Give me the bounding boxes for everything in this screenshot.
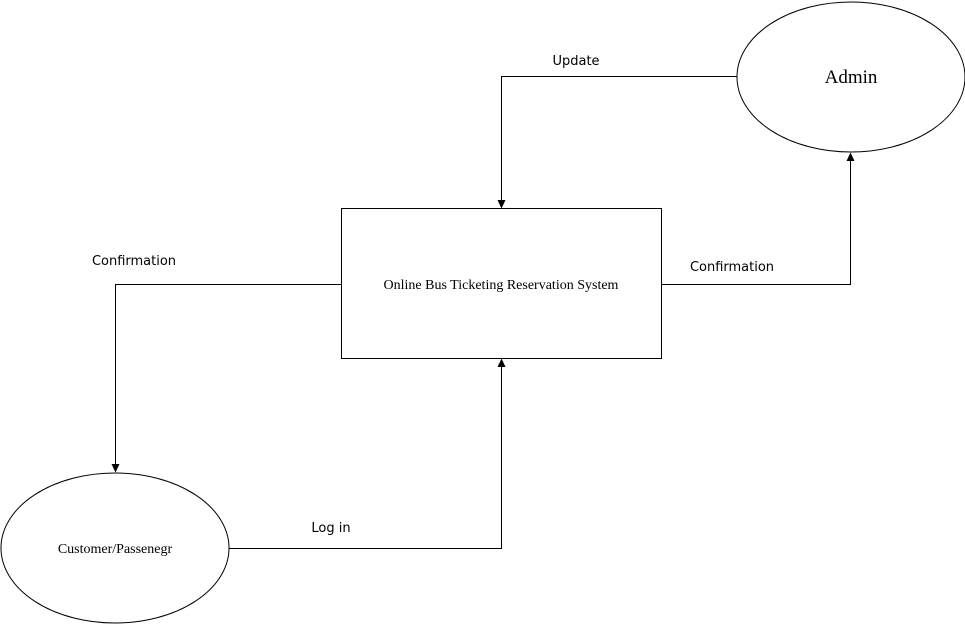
- confirmation-customer-label: Confirmation: [92, 254, 176, 269]
- update-flow-line: [501, 76, 737, 202]
- login-flow-label: Log in: [311, 521, 350, 536]
- process-label: Online Bus Ticketing Reservation System: [384, 278, 619, 293]
- admin-label: Admin: [825, 67, 878, 88]
- confirmation-admin-flow-line: [662, 159, 851, 285]
- confirmation-admin-arrowhead: [846, 152, 855, 161]
- confirmation-customer-arrowhead: [111, 464, 120, 473]
- process-box: [341, 208, 662, 359]
- login-flow-arrowhead: [497, 358, 506, 367]
- update-flow-arrowhead: [497, 200, 506, 209]
- update-flow-label: Update: [552, 54, 599, 69]
- login-flow-line: [229, 365, 502, 549]
- confirmation-customer-flow-line: [115, 284, 341, 465]
- confirmation-admin-label: Confirmation: [690, 260, 774, 275]
- customer-label: Customer/Passenegr: [58, 542, 173, 557]
